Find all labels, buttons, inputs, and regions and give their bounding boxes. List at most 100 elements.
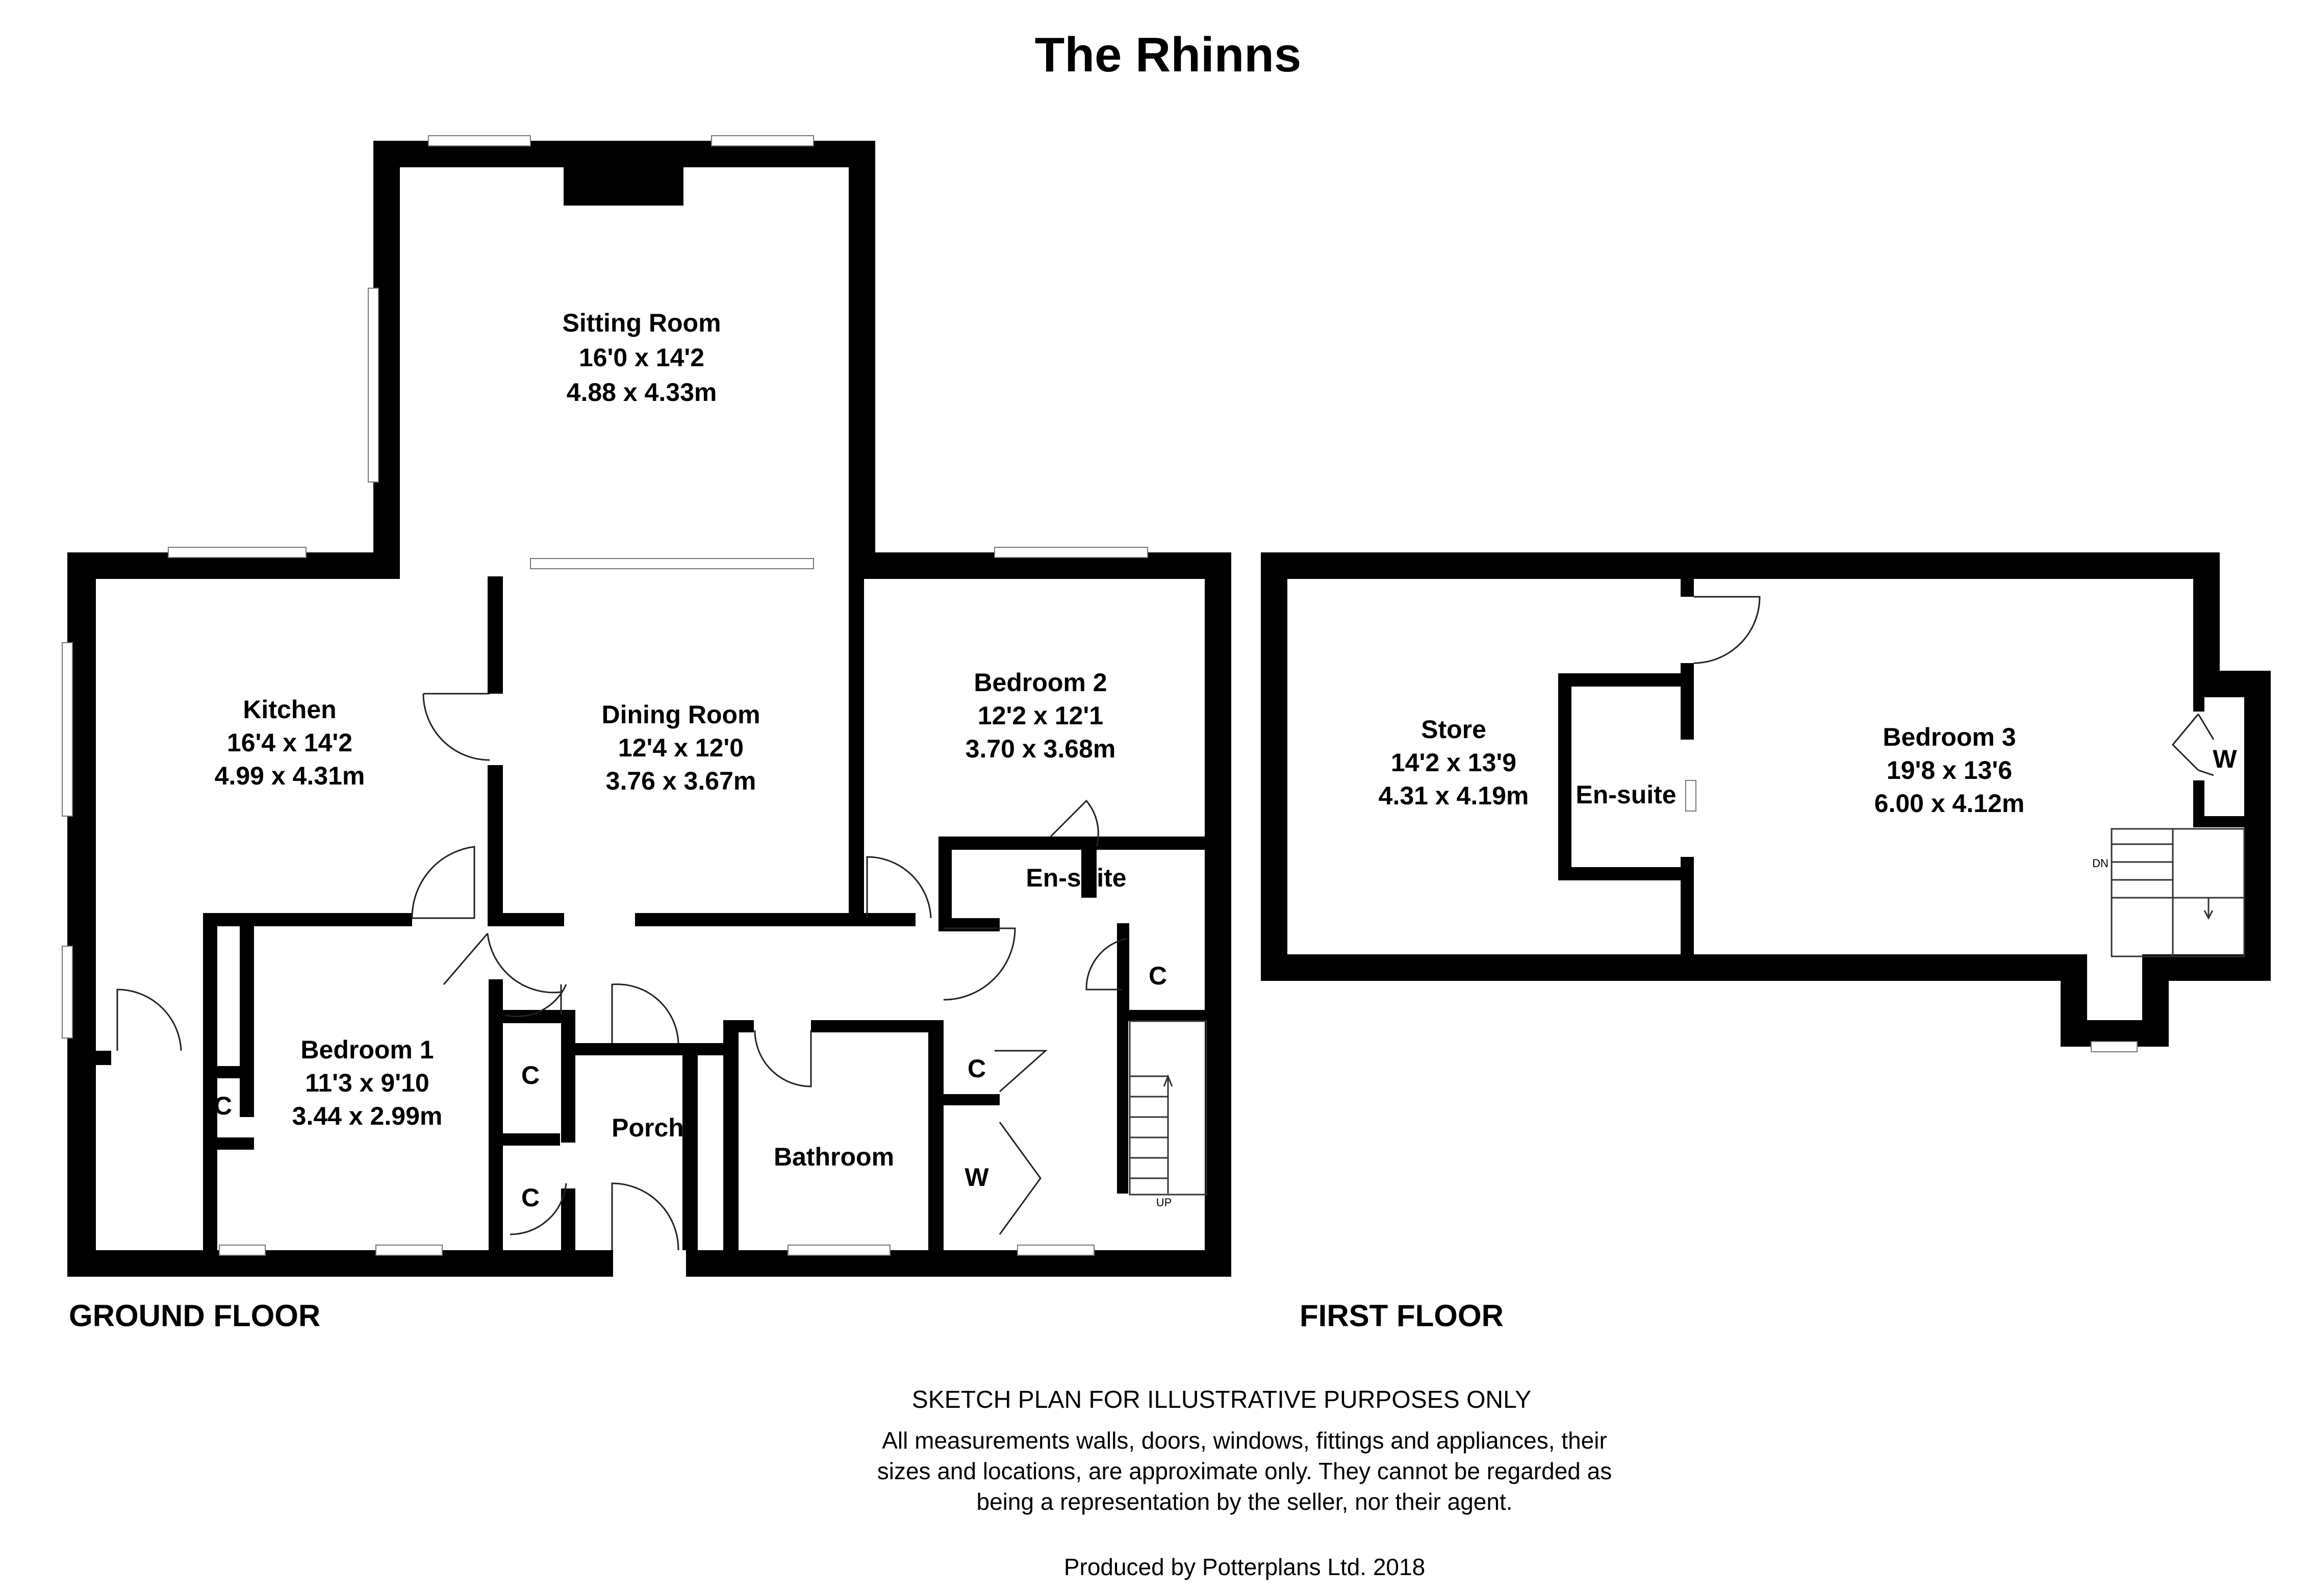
wall: [944, 1094, 1000, 1105]
room-dimensions-metric: 3.70 x 3.68m: [966, 734, 1116, 763]
door-swing: [611, 1182, 679, 1251]
disclaimer-heading: SKETCH PLAN FOR ILLUSTRATIVE PURPOSES ON…: [912, 1386, 1532, 1413]
room-dimensions-imperial: 12'2 x 12'1: [978, 701, 1103, 730]
door-swing: [504, 984, 567, 1018]
room-name: Store: [1421, 715, 1486, 744]
wardrobe-label: W: [2213, 745, 2237, 773]
door-swing: [411, 846, 475, 919]
cupboard-label: C: [521, 1183, 540, 1212]
wall: [203, 913, 217, 1250]
stairs-down-label: DN: [2092, 857, 2109, 870]
first-floor-plan: [1261, 552, 2271, 1052]
wall: [811, 1020, 944, 1032]
staircase: [2111, 828, 2245, 957]
cupboard-label: C: [214, 1092, 232, 1120]
room-dimensions-metric: 3.44 x 2.99m: [292, 1102, 443, 1130]
wall: [203, 913, 412, 926]
ground-floor-labels: Sitting Room 16'0 x 14'2 4.88 x 4.33m Ki…: [69, 309, 1172, 1333]
window: [530, 558, 814, 569]
window: [62, 946, 73, 1038]
wall: [1205, 552, 1231, 1277]
wall: [865, 913, 916, 926]
wardrobe-label: W: [964, 1163, 989, 1192]
disclaimer-text: sizes and locations, are approximate onl…: [877, 1458, 1612, 1484]
door-swing: [422, 693, 490, 761]
wall: [635, 913, 865, 926]
cupboard-label: C: [1149, 961, 1167, 990]
ensuite-label: En-suite: [1576, 780, 1676, 809]
plan-title: The Rhinns: [1035, 28, 1302, 82]
door-swing: [1050, 799, 1099, 847]
door-swing: [510, 1183, 567, 1235]
porch-label: Porch: [612, 1113, 684, 1142]
wall: [203, 1137, 254, 1150]
wall: [489, 1133, 560, 1146]
wall: [686, 1250, 1231, 1277]
cupboard-label: C: [968, 1054, 986, 1083]
wall: [1681, 576, 1694, 597]
disclaimer-text: being a representation by the seller, no…: [976, 1488, 1512, 1515]
window: [428, 135, 531, 146]
wall: [928, 1020, 944, 1250]
door-swing: [943, 927, 1016, 1001]
door-swing: [2171, 714, 2215, 776]
wall: [938, 837, 952, 923]
room-dimensions-metric: 4.31 x 4.19m: [1379, 781, 1529, 810]
door-swing: [866, 856, 932, 919]
room-name: Bedroom 3: [1883, 723, 2016, 751]
wall: [1117, 1020, 1128, 1194]
staircase: [1129, 1020, 1207, 1196]
wall: [1261, 552, 1287, 981]
wall: [1558, 673, 1571, 877]
door-swing: [611, 983, 679, 1044]
room-dimensions-metric: 4.99 x 4.31m: [215, 762, 365, 790]
door-swing: [1693, 596, 1761, 664]
wall: [488, 576, 503, 694]
wall: [561, 1188, 575, 1250]
room-name: Bedroom 1: [300, 1035, 434, 1064]
window: [168, 547, 307, 558]
wall: [723, 1020, 754, 1032]
wall: [489, 979, 503, 1250]
wall: [240, 913, 254, 1117]
window: [1017, 1245, 1095, 1256]
disclaimer-text: All measurements walls, doors, windows, …: [882, 1427, 1607, 1454]
window: [2091, 1041, 2138, 1052]
window: [368, 288, 379, 483]
ground-floor-plan: [62, 135, 1231, 1277]
cupboard-label: C: [521, 1061, 540, 1090]
door-swing: [1085, 938, 1128, 991]
bathroom-label: Bathroom: [774, 1143, 894, 1171]
wall: [1261, 954, 2087, 981]
room-name: Bedroom 2: [974, 668, 1107, 697]
wall: [67, 1250, 613, 1277]
door-swing: [995, 1050, 1048, 1093]
room-name: Sitting Room: [562, 309, 721, 337]
ensuite-label: En-suite: [1026, 864, 1126, 892]
wall: [1081, 842, 1097, 898]
wall: [488, 913, 564, 926]
room-dimensions-metric: 4.88 x 4.33m: [567, 378, 717, 407]
room-dimensions-metric: 6.00 x 4.12m: [1874, 789, 2025, 818]
door-swing: [443, 933, 562, 994]
room-dimensions-imperial: 19'8 x 13'6: [1887, 756, 2012, 784]
wall: [723, 1020, 739, 1250]
wall: [1117, 923, 1129, 1010]
window: [994, 547, 1148, 558]
wall: [1558, 867, 1694, 880]
room-dimensions-imperial: 11'3 x 9'10: [305, 1069, 429, 1097]
wall: [575, 1043, 723, 1055]
wall: [1117, 1010, 1205, 1021]
window: [62, 642, 73, 817]
window: [219, 1245, 266, 1256]
wall: [2193, 780, 2204, 821]
ground-floor-label: GROUND FLOOR: [69, 1299, 320, 1333]
wall: [938, 837, 1205, 850]
wall: [203, 1066, 254, 1078]
stairs-up-label: UP: [1156, 1196, 1172, 1209]
wall: [2193, 671, 2204, 712]
room-name: Dining Room: [601, 700, 760, 729]
window: [1685, 780, 1696, 812]
wall: [849, 141, 875, 564]
